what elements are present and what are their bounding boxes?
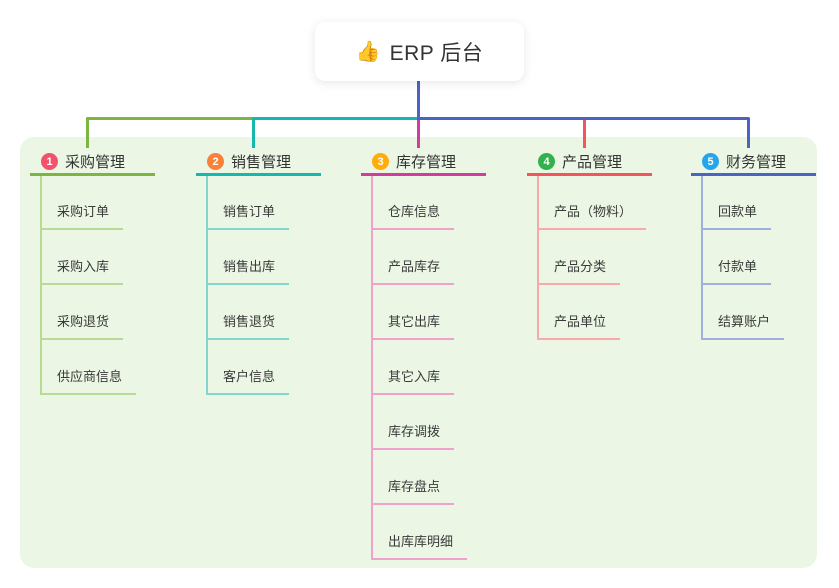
child-node-1-2[interactable]: 采购入库 — [40, 256, 124, 285]
branch-heading-1[interactable]: 1 采购管理 — [30, 150, 155, 176]
branch-badge-4: 4 — [538, 153, 555, 170]
child-node-2-4[interactable]: 客户信息 — [206, 366, 290, 395]
child-node-3-1[interactable]: 仓库信息 — [371, 201, 455, 230]
branch-heading-5[interactable]: 5 财务管理 — [691, 150, 816, 176]
child-node-2-2[interactable]: 销售出库 — [206, 256, 290, 285]
child-node-3-5[interactable]: 库存调拨 — [371, 421, 455, 450]
child-node-3-2[interactable]: 产品库存 — [371, 256, 455, 285]
branch-spine-4 — [537, 176, 539, 340]
branch-heading-4[interactable]: 4 产品管理 — [527, 150, 652, 176]
child-node-1-4[interactable]: 供应商信息 — [40, 366, 137, 395]
branch-label-5: 财务管理 — [726, 154, 787, 171]
child-node-2-1[interactable]: 销售订单 — [206, 201, 290, 230]
child-node-5-3[interactable]: 结算账户 — [701, 311, 785, 340]
mindmap-background-panel — [20, 137, 817, 568]
child-node-3-3[interactable]: 其它出库 — [371, 311, 455, 340]
child-node-4-2[interactable]: 产品分类 — [537, 256, 621, 285]
branch-spine-5 — [701, 176, 703, 340]
branch-badge-3: 3 — [372, 153, 389, 170]
root-node[interactable]: 👍 ERP 后台 — [315, 22, 524, 81]
branch-label-4: 产品管理 — [562, 154, 623, 171]
branch-label-3: 库存管理 — [396, 154, 457, 171]
branch-spine-3 — [371, 176, 373, 560]
child-node-5-2[interactable]: 付款单 — [701, 256, 772, 285]
child-node-1-1[interactable]: 采购订单 — [40, 201, 124, 230]
branch-heading-2[interactable]: 2 销售管理 — [196, 150, 321, 176]
branch-heading-3[interactable]: 3 库存管理 — [361, 150, 486, 176]
child-node-4-1[interactable]: 产品（物料） — [537, 201, 647, 230]
branch-badge-5: 5 — [702, 153, 719, 170]
child-node-4-3[interactable]: 产品单位 — [537, 311, 621, 340]
root-label: ERP 后台 — [389, 41, 484, 65]
thumbs-up-icon: 👍 — [355, 40, 381, 63]
child-node-1-3[interactable]: 采购退货 — [40, 311, 124, 340]
child-node-2-3[interactable]: 销售退货 — [206, 311, 290, 340]
branch-badge-1: 1 — [41, 153, 58, 170]
child-node-3-4[interactable]: 其它入库 — [371, 366, 455, 395]
branch-badge-2: 2 — [207, 153, 224, 170]
branch-label-1: 采购管理 — [65, 154, 126, 171]
branch-label-2: 销售管理 — [231, 154, 292, 171]
branch-spine-2 — [206, 176, 208, 395]
child-node-3-6[interactable]: 库存盘点 — [371, 476, 455, 505]
child-node-3-7[interactable]: 出库库明细 — [371, 531, 468, 560]
child-node-5-1[interactable]: 回款单 — [701, 201, 772, 230]
branch-spine-1 — [40, 176, 42, 395]
